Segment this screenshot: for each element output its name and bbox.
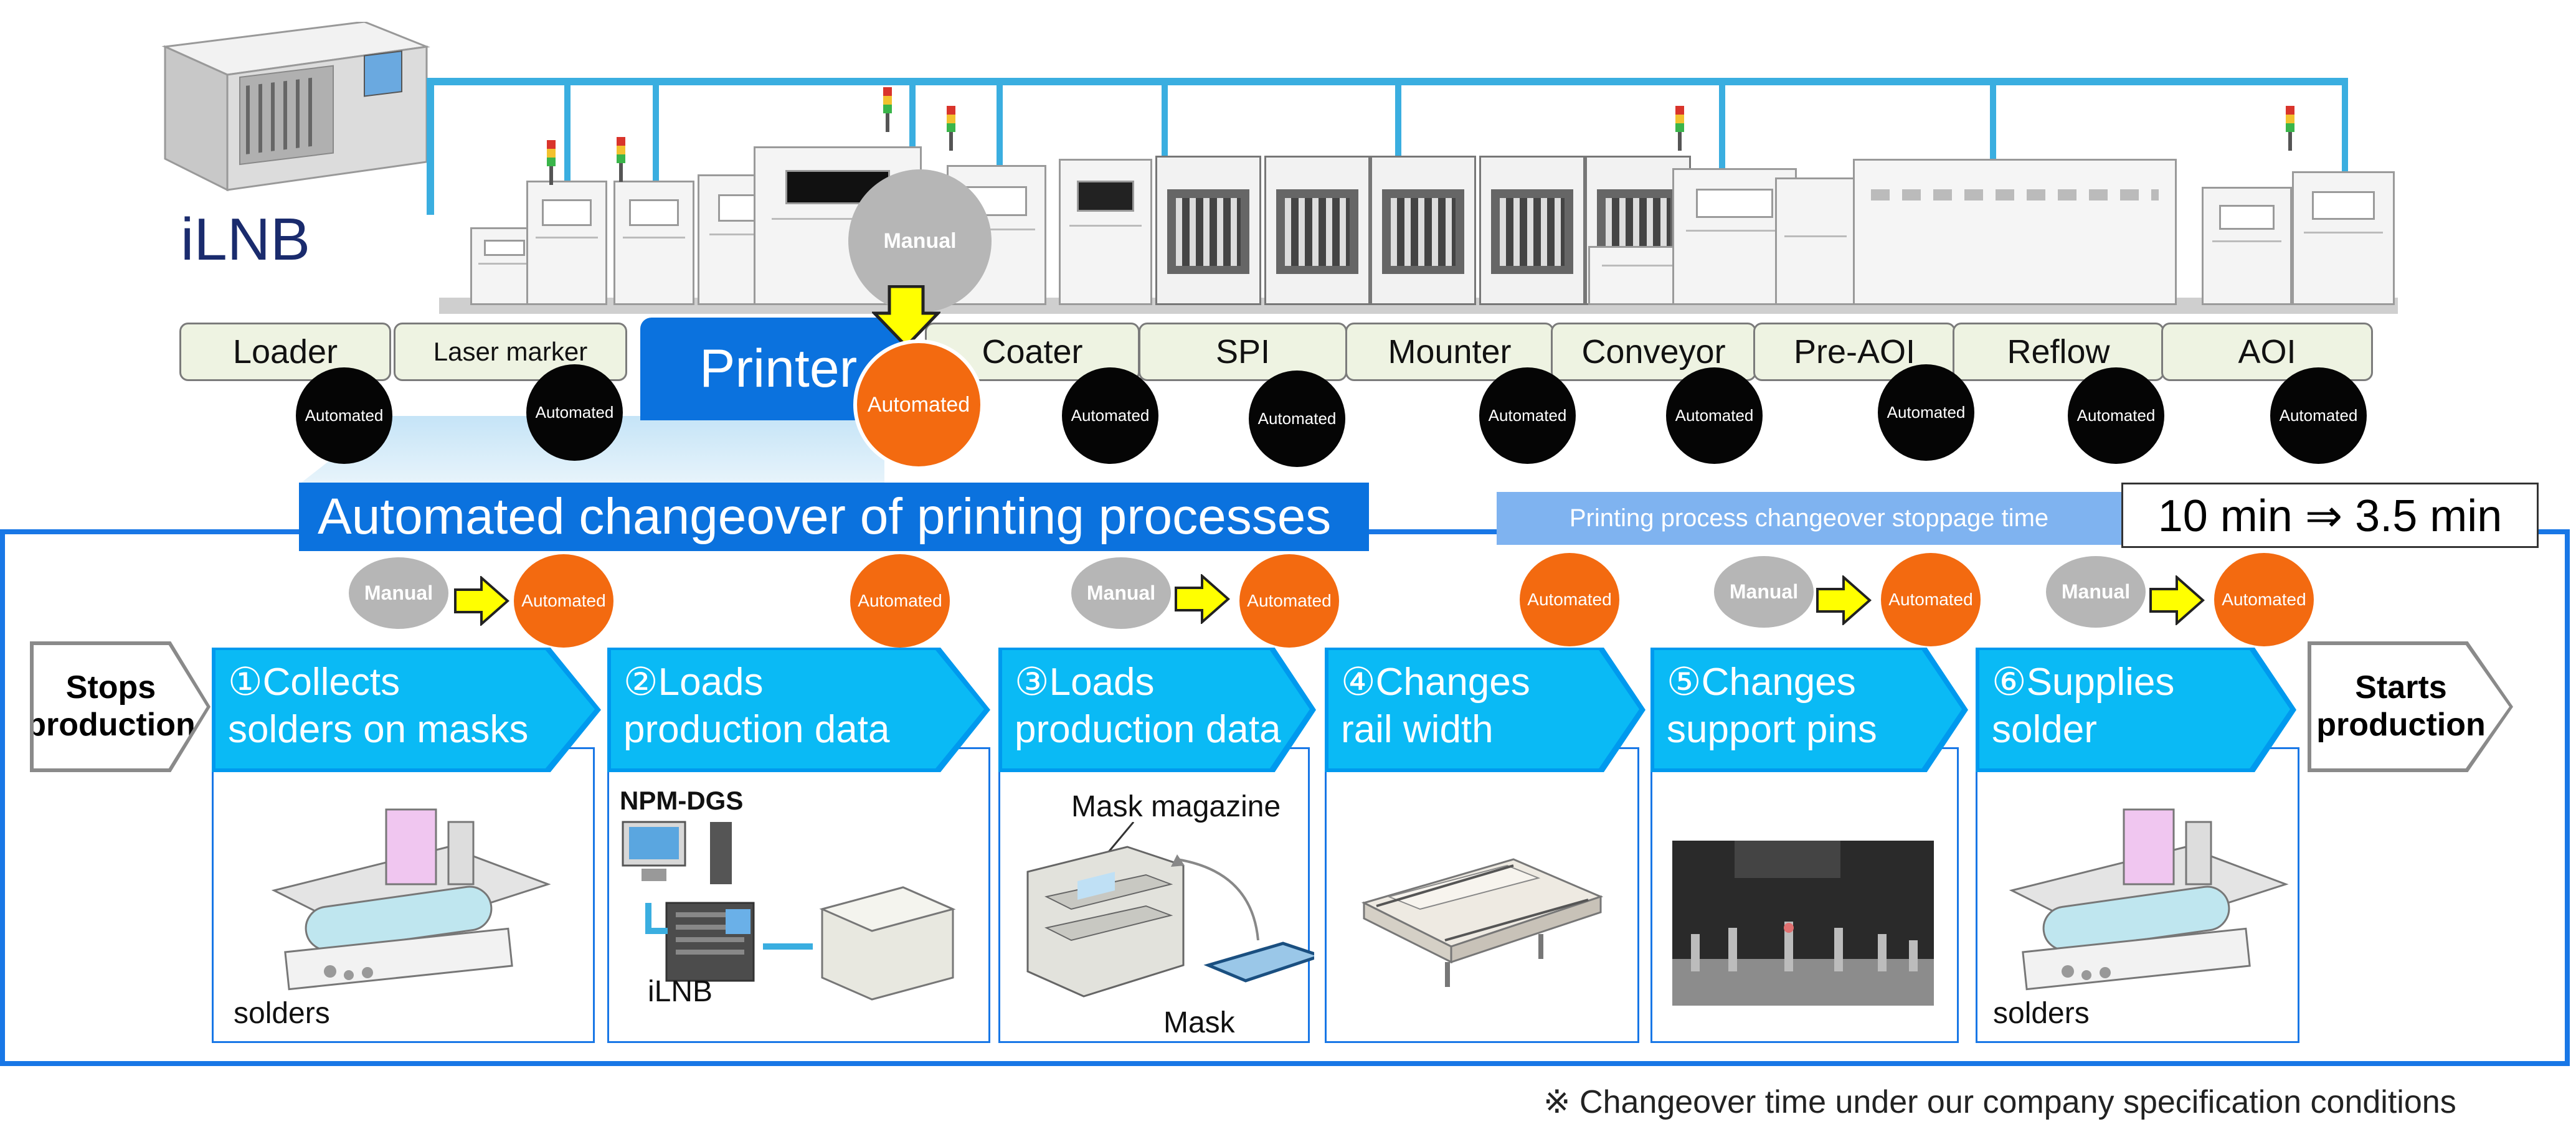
- network-line-server: [427, 78, 434, 215]
- signal-tower-icon: [947, 106, 955, 151]
- section-title: Automated changeover of printing process…: [299, 483, 1369, 551]
- support-pins-photo: [1672, 841, 1934, 1006]
- status-badge-laser-marker: Automated: [526, 364, 623, 461]
- label-aoi: AOI: [2161, 323, 2373, 381]
- network-diagram-illustration: [622, 821, 956, 1001]
- step5-automated-badge: Automated: [1881, 553, 1981, 646]
- machine-coater-b: [1059, 159, 1152, 305]
- step1-caption-solders: solders: [234, 997, 330, 1030]
- network-drop: [909, 81, 916, 171]
- network-drop: [1162, 81, 1168, 165]
- status-badge-reflow: Automated: [2068, 367, 2164, 464]
- printer-down-arrow-icon: [872, 285, 940, 347]
- network-drop: [653, 81, 659, 184]
- step2-panel: [607, 747, 990, 1043]
- status-badge-aoi: Automated: [2270, 367, 2367, 464]
- rail-width-illustration: [1361, 858, 1604, 987]
- signal-tower-icon: [2286, 106, 2294, 151]
- ilnb-server-illustration: [161, 22, 430, 192]
- machine-laser-marker-a: [526, 181, 607, 305]
- machine-mounter-a: [1370, 156, 1476, 305]
- stoppage-time-value: 10 min ⇒ 3.5 min: [2121, 483, 2539, 548]
- printer-manual-badge: Manual: [848, 169, 992, 313]
- step4-automated-badge: Automated: [1520, 553, 1619, 646]
- status-badge-loader: Automated: [296, 367, 392, 464]
- machine-mounter-b: [1479, 156, 1585, 305]
- signal-tower-icon: [1675, 106, 1684, 151]
- signal-tower-icon: [547, 140, 556, 185]
- network-drop: [2342, 81, 2348, 181]
- step2-automated-badge: Automated: [850, 554, 950, 648]
- step3-right-arrow-icon: [1175, 574, 1230, 624]
- stoppage-time-label: Printing process changeover stoppage tim…: [1497, 492, 2121, 545]
- step3-automated-badge: Automated: [1239, 554, 1339, 648]
- machine-spi-b: [1264, 156, 1370, 305]
- status-badge-coater: Automated: [1062, 367, 1158, 464]
- label-spi: SPI: [1139, 323, 1347, 381]
- mask-magazine-illustration: [1026, 822, 1314, 998]
- ilnb-title: iLNB: [181, 206, 311, 273]
- machine-aoi-a: [2202, 187, 2292, 305]
- footnote: ※ Changeover time under our company spec…: [1543, 1084, 2456, 1120]
- step1-manual-badge: Manual: [349, 557, 448, 629]
- network-drop: [1719, 81, 1725, 174]
- step1-automated-badge: Automated: [514, 554, 613, 648]
- status-badge-mounter: Automated: [1479, 367, 1576, 464]
- network-line-horizontal: [427, 78, 2348, 85]
- network-drop: [564, 81, 571, 184]
- network-drop: [997, 81, 1003, 168]
- label-reflow: Reflow: [1953, 323, 2164, 381]
- solder-supplier-illustration: [2009, 808, 2289, 991]
- step3-caption-mask: Mask: [1163, 1006, 1235, 1039]
- step6-manual-badge: Manual: [2046, 556, 2146, 628]
- step5-right-arrow-icon: [1816, 575, 1872, 625]
- step6-right-arrow-icon: [2149, 575, 2205, 625]
- machine-spi-a: [1155, 156, 1261, 305]
- step3-caption-mask-magazine: Mask magazine: [1071, 790, 1281, 823]
- step3-manual-badge: Manual: [1071, 557, 1171, 629]
- printer-automated-badge: Automated: [853, 339, 984, 470]
- machine-laser-marker-b: [613, 181, 694, 305]
- step2-caption-ilnb: iLNB: [648, 975, 713, 1008]
- machine-buffer: [1775, 177, 1856, 305]
- machine-aoi-b: [2292, 171, 2395, 305]
- step2-caption-npm-dgs: NPM-DGS: [620, 786, 744, 815]
- solder-collector-illustration: [271, 808, 551, 991]
- step1-right-arrow-icon: [454, 576, 509, 626]
- machine-reflow: [1853, 159, 2177, 305]
- step6-automated-badge: Automated: [2214, 553, 2314, 646]
- status-badge-spi: Automated: [1249, 371, 1345, 467]
- step6-caption-solders: solders: [1993, 997, 2090, 1030]
- signal-tower-icon: [617, 137, 625, 182]
- step5-manual-badge: Manual: [1714, 556, 1814, 628]
- status-badge-pre-aoi: Automated: [1878, 364, 1974, 461]
- signal-tower-icon: [883, 87, 892, 132]
- status-badge-conveyor: Automated: [1666, 367, 1763, 464]
- network-drop: [1395, 81, 1401, 165]
- network-drop: [1990, 81, 1996, 159]
